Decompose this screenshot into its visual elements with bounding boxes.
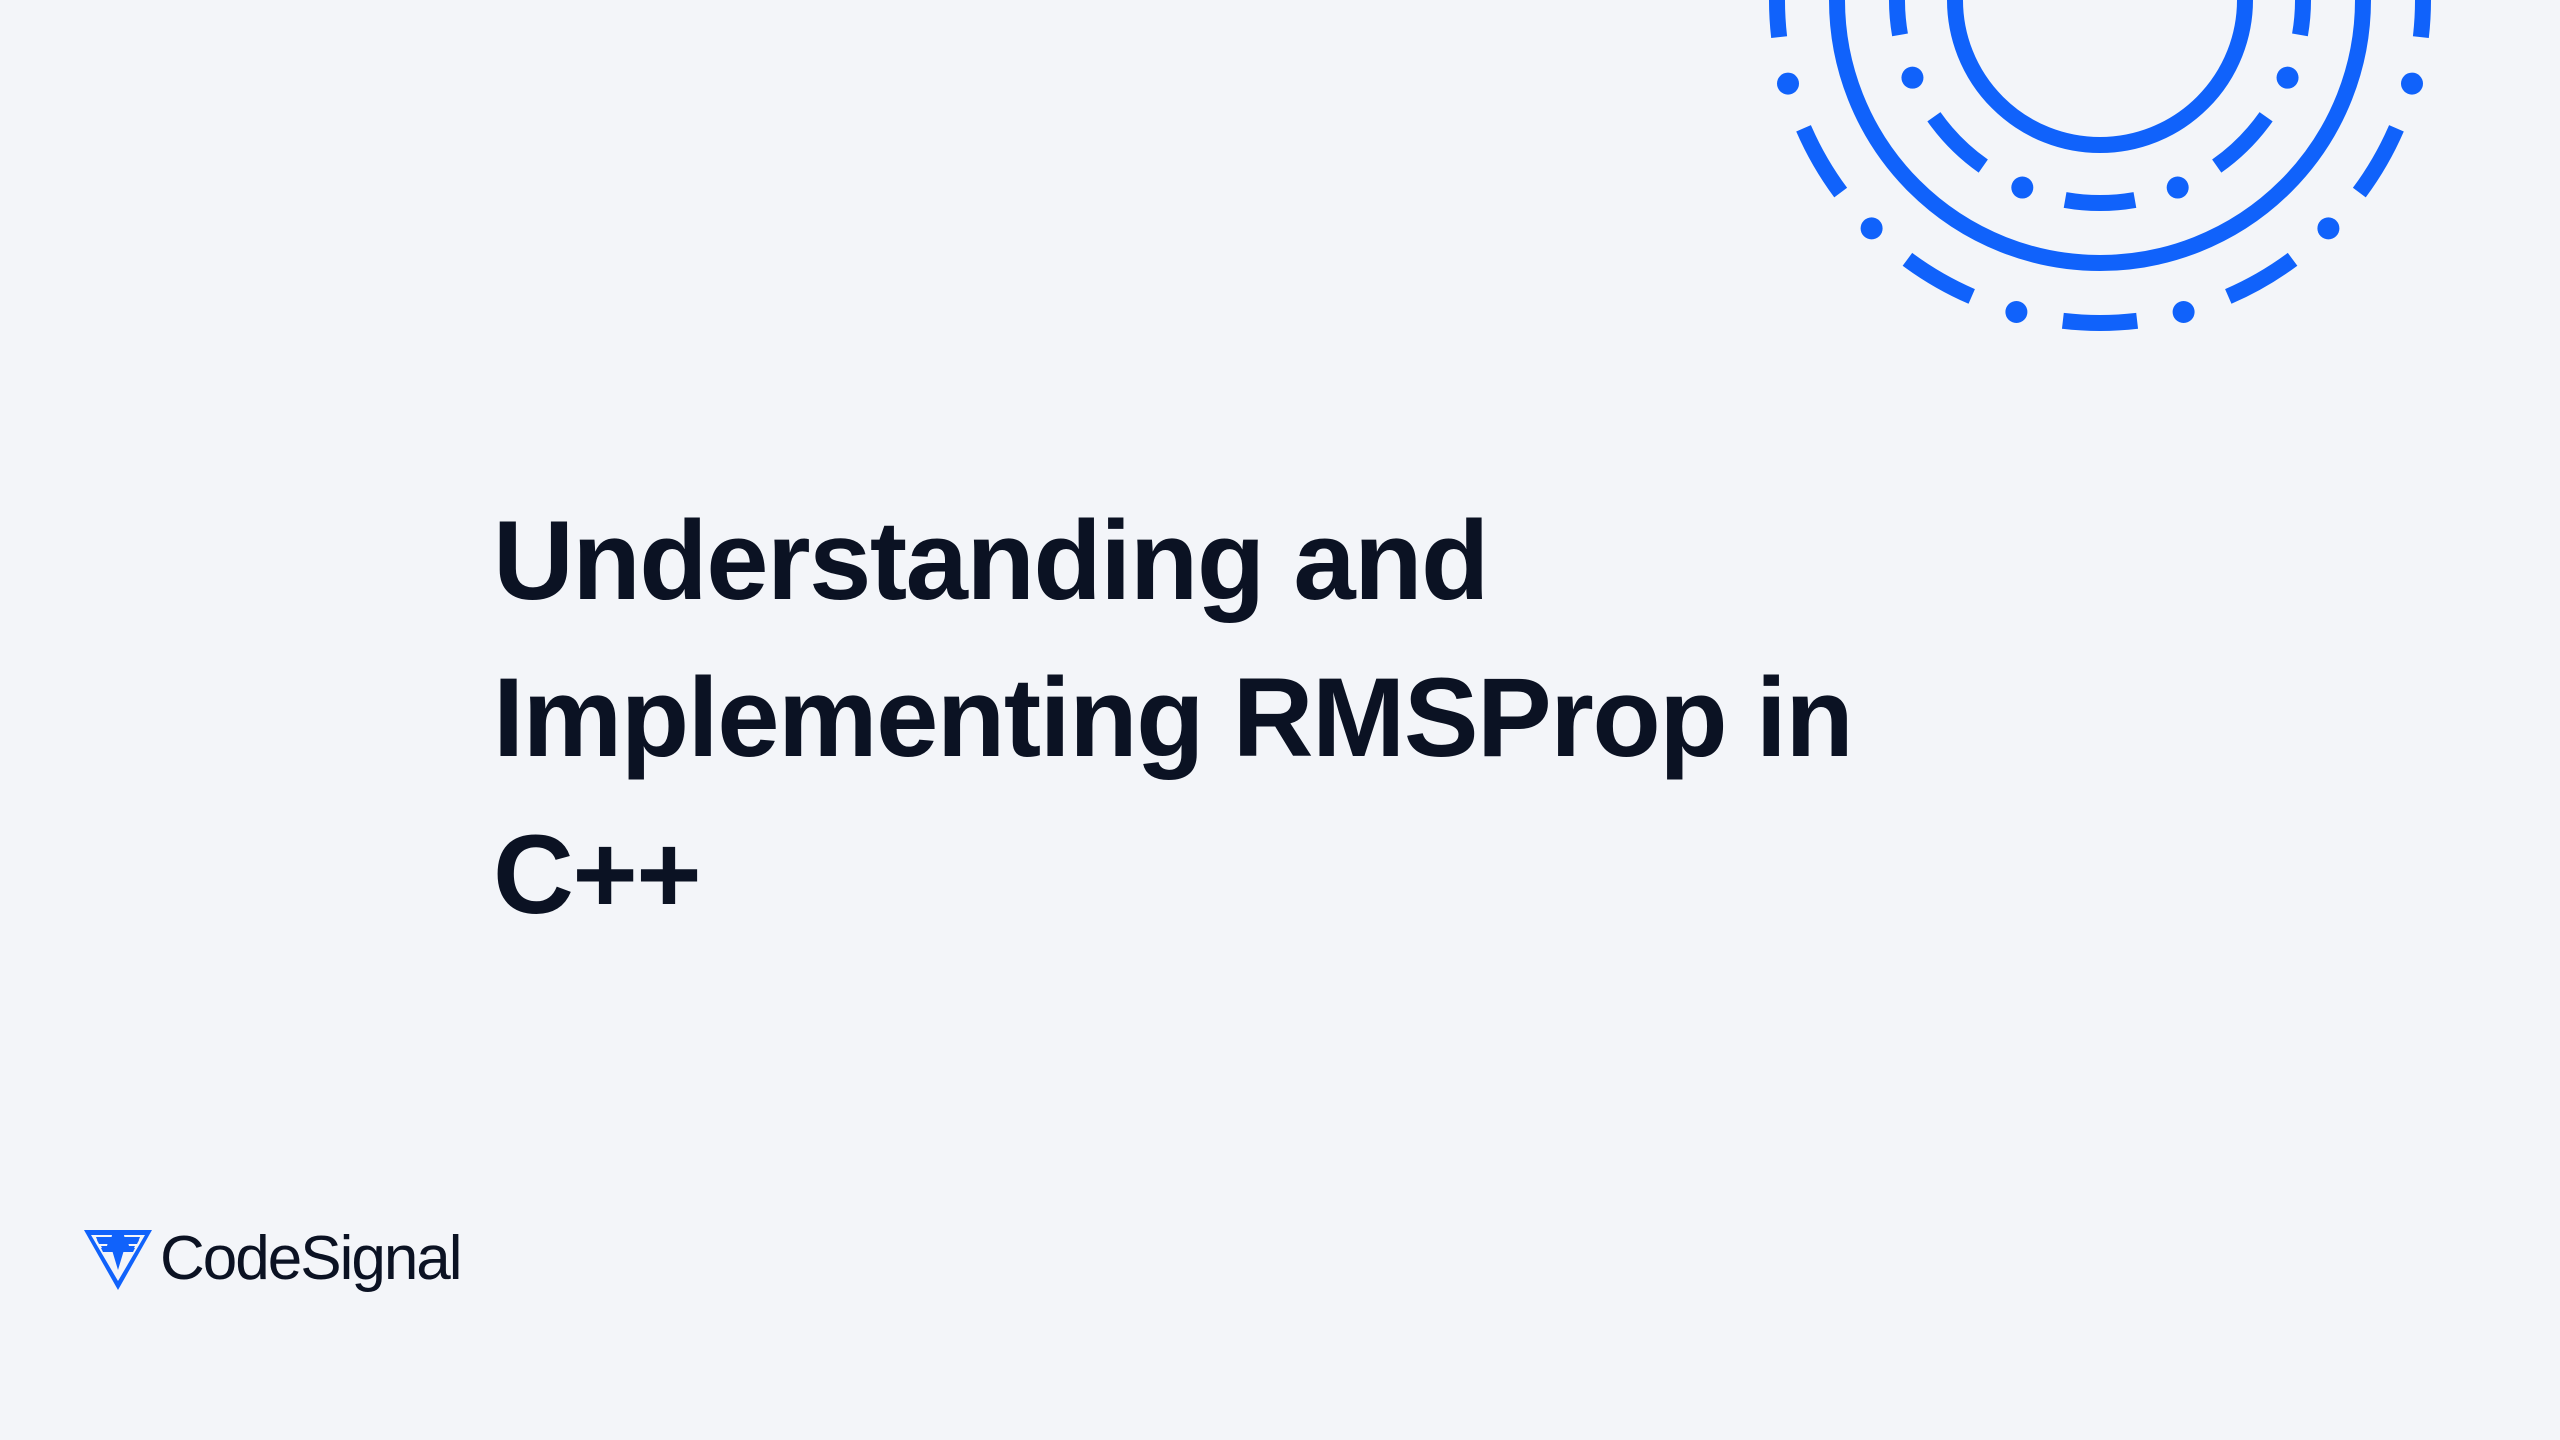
title-line-1: Understanding and	[493, 498, 1489, 623]
title-line-3: C++	[493, 812, 702, 937]
codesignal-chevron-logo-icon	[84, 1230, 152, 1290]
brand-name: CodeSignal	[160, 1224, 463, 1293]
brand-logo: CodeSignal	[84, 1224, 463, 1293]
title-line-2: Implementing RMSProp in	[493, 655, 1854, 780]
slide-title: Understanding and Implementing RMSProp i…	[493, 482, 1854, 953]
